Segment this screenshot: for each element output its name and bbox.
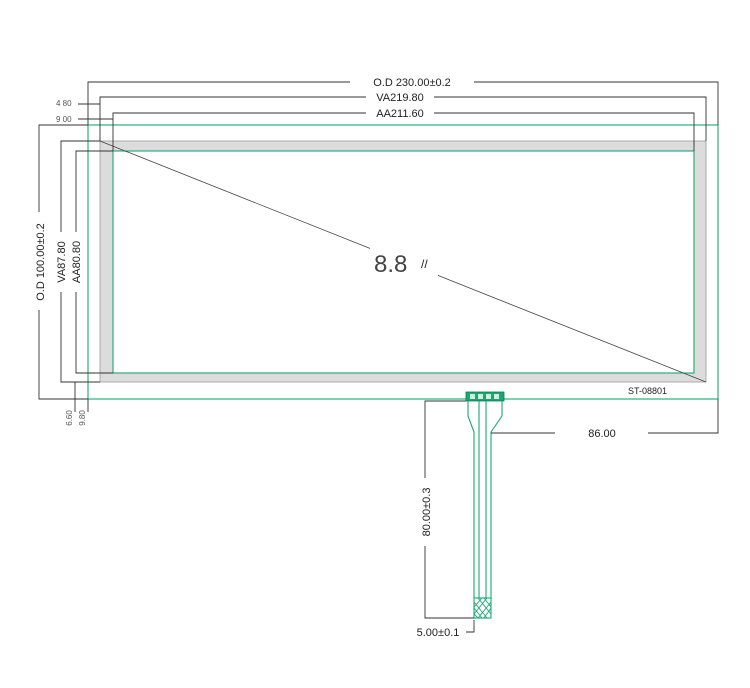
active-width-label: AA211.60 xyxy=(376,108,424,120)
fpc-connector-top xyxy=(465,391,505,402)
diagonal-size-label: 8.8 xyxy=(374,251,407,278)
tail-dimensions xyxy=(424,399,719,633)
top-dimensions xyxy=(78,81,719,151)
top-offset-aa: 9 00 xyxy=(56,115,72,124)
outer-height-label: O.D 100.00±0.2 xyxy=(35,223,47,301)
connector-width-label: 5.00±0.1 xyxy=(417,627,460,639)
outer-width-label: O.D 230.00±0.2 xyxy=(373,77,451,89)
fpc-contact-bottom xyxy=(473,597,492,619)
left-offset-va: 6.60 xyxy=(65,410,74,426)
view-width-label: VA219.80 xyxy=(376,92,424,104)
outer-outline xyxy=(87,124,719,400)
panel-body xyxy=(87,124,719,400)
fpc-tail xyxy=(465,391,505,619)
active-height-label: AA80.80 xyxy=(71,241,83,283)
top-offset-va: 4 80 xyxy=(56,99,72,108)
tail-offset-label: 86.00 xyxy=(588,428,616,440)
tail-length-label: 80.00±0.3 xyxy=(421,488,433,537)
inch-mark: // xyxy=(421,257,428,271)
part-number: ST-08801 xyxy=(628,386,667,396)
left-offset-aa: 9.80 xyxy=(78,410,87,426)
view-height-label: VA87.80 xyxy=(56,241,68,282)
left-dimensions xyxy=(38,124,113,412)
